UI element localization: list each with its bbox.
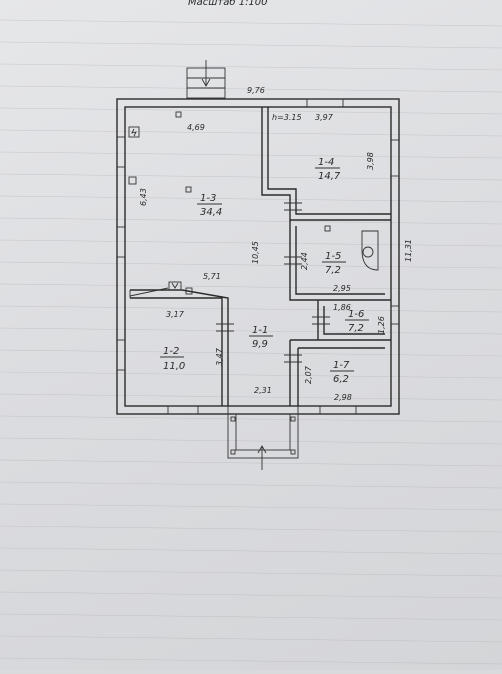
entrance-porch: [227, 406, 299, 470]
grid-line: [0, 217, 502, 225]
room-1-3-area: 34,4: [200, 207, 222, 218]
grid-line: [0, 569, 502, 577]
dim-room16-side: 1,26: [377, 316, 386, 334]
vent-icon: [175, 111, 182, 118]
dim-room13-mid: 5,71: [203, 272, 221, 281]
grid-line: [0, 239, 502, 247]
room-1-7-id: 1-7: [333, 360, 350, 371]
room-1-5-id: 1-5: [325, 251, 341, 262]
grid-line: [0, 327, 502, 335]
grid-line: [0, 283, 502, 291]
grid-line: [0, 591, 502, 599]
grid-line: [0, 107, 502, 115]
dim-room17-bottom: 2,98: [334, 393, 352, 402]
dim-overall-height: 11,31: [404, 239, 413, 262]
scale-caption: Масштаб 1:100: [188, 0, 268, 8]
grid-line: [0, 151, 502, 159]
grid-line: [0, 195, 502, 203]
grid-line: [0, 85, 502, 93]
dim-room13-top: 4,69: [187, 123, 205, 132]
dim-overall-width: 9,76: [247, 86, 265, 95]
vent-icon-3: [324, 225, 331, 232]
room-1-4-area: 14,7: [318, 171, 341, 182]
dim-room16-top: 1,86: [333, 303, 351, 312]
toilet-icon: [362, 246, 374, 258]
grid-line: [0, 547, 502, 555]
dim-room12-top: 3,17: [166, 310, 185, 319]
room-1-6-id: 1-6: [348, 309, 364, 320]
room-1-5-area: 7,2: [325, 265, 341, 276]
room-1-2-id: 1-2: [163, 346, 179, 357]
shower-icon: [361, 230, 379, 271]
room-1-4-id: 1-4: [318, 157, 334, 168]
grid-line: [0, 481, 502, 489]
room-1-1-id: 1-1: [252, 325, 268, 336]
grid-line: [0, 41, 502, 49]
room-1-6-area: 7,2: [348, 323, 364, 334]
socket-icon: [128, 176, 137, 185]
dim-room14-top: 3,97: [315, 113, 334, 122]
grid-line: [0, 261, 502, 269]
dim-room15-bottom: 2,95: [333, 284, 351, 293]
grid-line: [0, 635, 502, 643]
grid-line: [0, 459, 502, 467]
electric-panel-icon: [128, 126, 140, 138]
grid-line: [0, 63, 502, 71]
grid-line: [0, 613, 502, 621]
grid-line: [0, 349, 502, 357]
paper-grid: [0, 19, 502, 665]
grid-line: [0, 371, 502, 379]
grid-line: [0, 129, 502, 137]
door-marks: [216, 202, 330, 363]
fixtures: [128, 111, 379, 297]
dimension-labels: 9,76 4,69 h=3.15 3,97 5,71 2,95 1,86 3,1…: [139, 86, 413, 402]
windows: [116, 98, 400, 415]
room-1-7-area: 6,2: [333, 374, 349, 385]
room-1-2-area: 11,0: [163, 361, 185, 372]
dim-room17-side: 2,07: [304, 365, 313, 384]
grid-line: [0, 415, 502, 423]
room-1-3-id: 1-3: [200, 193, 216, 204]
chimney-icon: [185, 186, 192, 193]
dim-room15-side: 2,44: [300, 252, 309, 270]
grid-line: [0, 657, 502, 665]
dim-entrance-width: 2,31: [254, 386, 272, 395]
grid-line: [0, 19, 502, 27]
dim-room13-side: 10,45: [251, 241, 260, 264]
grid-line: [0, 305, 502, 313]
grid-line: [0, 525, 502, 533]
room-1-1-area: 9,9: [252, 339, 268, 350]
top-porch-steps: [186, 60, 226, 99]
grid-line: [0, 503, 502, 511]
vent-icon-2: [185, 287, 193, 295]
dim-room14-side: 3,98: [366, 152, 375, 170]
grid-line: [0, 393, 502, 401]
dim-room13-left: 6,43: [139, 188, 148, 206]
dim-ceiling-height: h=3.15: [272, 113, 302, 122]
room-labels: 1-3 34,4 1-4 14,7 1-5 7,2 1-6 7,2 1-7 6,…: [160, 157, 369, 385]
grid-line: [0, 173, 502, 181]
interior-walls: [129, 107, 391, 406]
dim-room12-side: 3,47: [215, 347, 224, 366]
grid-line: [0, 437, 502, 445]
stove-icon: [168, 281, 182, 291]
